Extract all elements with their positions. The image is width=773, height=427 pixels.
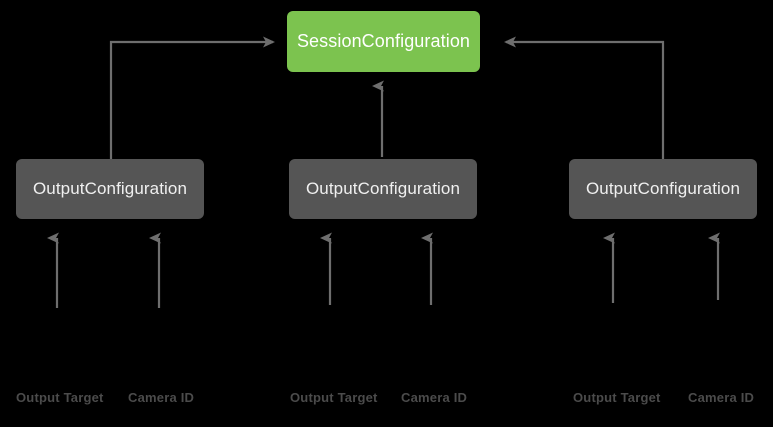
output-configuration-node-1[interactable]: OutputConfiguration — [16, 159, 204, 219]
session-configuration-label: SessionConfiguration — [296, 31, 471, 51]
connector-left-to-session — [109, 36, 275, 161]
output-configuration-node-3[interactable]: OutputConfiguration — [569, 159, 757, 219]
output-configuration-node-2[interactable]: OutputConfiguration — [289, 159, 477, 219]
session-configuration-node[interactable]: SessionConfiguration — [287, 11, 480, 72]
leaf-label-camera-id-1: Camera ID — [128, 390, 195, 405]
output-configuration-label: OutputConfiguration — [32, 179, 188, 198]
connector-right-to-session — [504, 36, 665, 161]
output-configuration-label: OutputConfiguration — [585, 179, 741, 198]
output-configuration-label: OutputConfiguration — [305, 179, 461, 198]
leaf-label-camera-id-3: Camera ID — [688, 390, 755, 405]
leaf-label-output-target-1: Output Target — [16, 390, 104, 405]
leaf-label-output-target-3: Output Target — [573, 390, 661, 405]
leaf-label-output-target-2: Output Target — [290, 390, 378, 405]
leaf-label-camera-id-2: Camera ID — [401, 390, 468, 405]
